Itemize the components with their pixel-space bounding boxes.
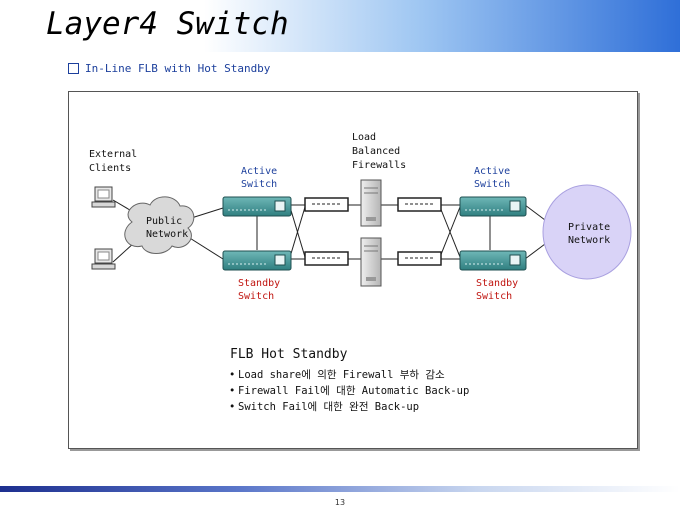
bullet-item: Firewall Fail에 대한 Automatic Back-up (238, 385, 469, 397)
hub-icon (397, 251, 442, 266)
standby-switch-left-label: Standby Switch (238, 278, 286, 302)
hub-icon (397, 197, 442, 212)
active-switch-left-icon (222, 196, 292, 217)
subtitle-text: In-Line FLB with Hot Standby (85, 62, 271, 75)
standby-switch-left-icon (222, 250, 292, 271)
public-network-label: Public Network (146, 216, 188, 240)
active-switch-right-icon (459, 196, 527, 217)
standby-switch-right-icon (459, 250, 527, 271)
bullet-dot: • (229, 369, 235, 381)
active-switch-right-label: Active Switch (474, 166, 516, 190)
checkbox-bullet-icon (68, 63, 79, 74)
connection-lines (112, 199, 546, 263)
hot-standby-heading: FLB Hot Standby (230, 347, 348, 362)
bullet-item: Switch Fail에 대한 완전 Back-up (238, 400, 419, 413)
external-clients-label: External Clients (89, 149, 143, 174)
public-network-cloud-icon (124, 196, 195, 254)
active-switch-left-label: Active Switch (241, 166, 283, 190)
client-computer-icon (91, 248, 116, 270)
firewall-server-icon (360, 237, 382, 287)
diagram-frame (68, 91, 638, 449)
bullet-dot: • (229, 385, 235, 397)
page-number: 13 (334, 498, 346, 507)
footer-bar (0, 486, 680, 492)
firewall-server-icon (360, 179, 382, 227)
hub-icon (304, 251, 349, 266)
private-network-label: Private Network (568, 222, 616, 246)
bullet-item: Load share에 의한 Firewall 부하 감소 (238, 368, 445, 381)
page-title: Layer4 Switch (46, 6, 289, 42)
standby-switch-right-label: Standby Switch (476, 278, 524, 302)
bullet-dot: • (229, 401, 235, 413)
subtitle: In-Line FLB with Hot Standby (68, 62, 270, 75)
client-computer-icon (91, 186, 116, 208)
title-band (0, 0, 680, 52)
hub-icon (304, 197, 349, 212)
private-network-ellipse (542, 184, 632, 280)
load-balanced-firewalls-label: Load Balanced Firewalls (352, 132, 406, 171)
